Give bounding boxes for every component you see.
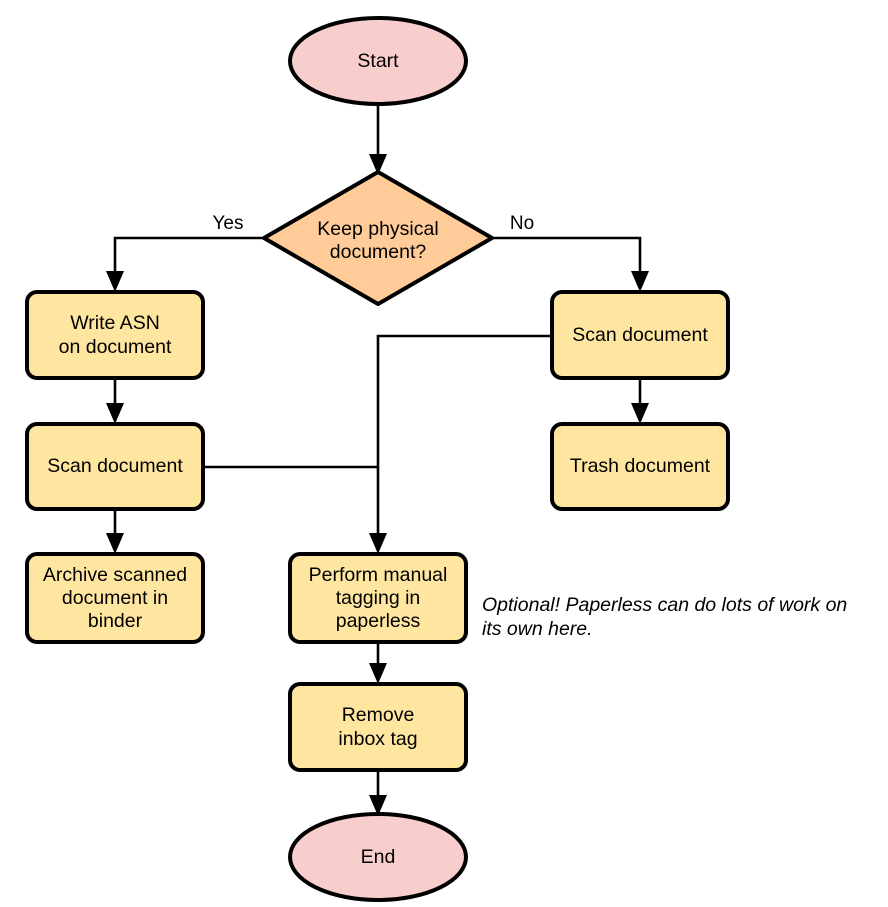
node-archive-label-line2: document in <box>62 587 168 609</box>
arrow-head-icon <box>106 403 124 424</box>
node-scan-document-left[interactable]: Scan document <box>25 422 205 511</box>
scan-document-right-box <box>550 290 730 380</box>
node-write-asn-label-line2: on document <box>59 336 172 358</box>
node-remove-inbox-label-line2: inbox tag <box>338 728 417 750</box>
node-tagging-label-line2: tagging in <box>336 587 421 609</box>
node-end[interactable]: End <box>288 812 468 902</box>
node-scan-document-right[interactable]: Scan document <box>550 290 730 380</box>
arrow-head-icon <box>369 663 387 684</box>
edge-start-to-decision <box>369 104 387 175</box>
note-optional-line1: Optional! Paperless can do lots of work … <box>482 594 847 616</box>
note-optional-line2: its own here. <box>482 618 593 640</box>
start-ellipse <box>288 16 468 106</box>
end-ellipse <box>288 812 468 902</box>
edge-remove-inbox-to-end <box>369 770 387 816</box>
node-scan-document-right-label: Scan document <box>572 324 708 346</box>
edge-label-no: No <box>510 213 534 234</box>
arrow-head-icon <box>369 533 387 554</box>
node-start-label: Start <box>357 50 399 72</box>
node-decision-label-line2: document? <box>330 241 427 263</box>
note-optional-paperless: Optional! Paperless can do lots of work … <box>482 594 847 640</box>
node-end-label: End <box>361 846 396 868</box>
edge-scan-right-to-trash <box>631 378 649 424</box>
archive-box <box>25 552 205 644</box>
edge-decision-yes-to-write-asn <box>106 236 264 292</box>
remove-inbox-tag-box <box>288 682 468 772</box>
node-scan-document-left-label: Scan document <box>47 455 183 477</box>
arrow-head-icon <box>106 271 124 292</box>
node-archive-label-line3: binder <box>88 610 143 632</box>
write-asn-box <box>25 290 205 380</box>
trash-document-box <box>550 422 730 511</box>
node-archive-label-line1: Archive scanned <box>43 564 187 586</box>
arrow-head-icon <box>369 795 387 816</box>
edge-tagging-to-remove-inbox <box>369 642 387 684</box>
arrow-head-icon <box>631 403 649 424</box>
arrow-head-icon <box>369 154 387 175</box>
node-trash-document[interactable]: Trash document <box>550 422 730 511</box>
edge-scan-left-to-archive <box>106 508 124 554</box>
node-archive-scanned-document[interactable]: Archive scanned document in binder <box>25 552 205 644</box>
node-remove-inbox-label-line1: Remove <box>342 704 415 726</box>
edge-label-yes: Yes <box>213 213 244 234</box>
decision-diamond <box>262 170 494 306</box>
edge-decision-no-to-scan-right <box>492 236 649 292</box>
node-trash-document-label: Trash document <box>570 455 711 477</box>
node-decision-keep-physical-document[interactable]: Keep physical document? <box>262 170 494 306</box>
edge-scan-right-to-tagging <box>369 334 552 554</box>
node-write-asn-on-document[interactable]: Write ASN on document <box>25 290 205 380</box>
node-remove-inbox-tag[interactable]: Remove inbox tag <box>288 682 468 772</box>
node-tagging-label-line3: paperless <box>336 610 421 632</box>
node-start[interactable]: Start <box>288 16 468 106</box>
tagging-box <box>288 552 468 644</box>
arrow-head-icon <box>106 533 124 554</box>
scan-document-left-box <box>25 422 205 511</box>
node-tagging-label-line1: Perform manual <box>309 564 448 586</box>
edge-write-asn-to-scan-left <box>106 378 124 424</box>
arrow-head-icon <box>631 271 649 292</box>
node-perform-manual-tagging[interactable]: Perform manual tagging in paperless <box>288 552 468 644</box>
node-decision-label-line1: Keep physical <box>317 218 438 240</box>
node-write-asn-label-line1: Write ASN <box>70 312 160 334</box>
